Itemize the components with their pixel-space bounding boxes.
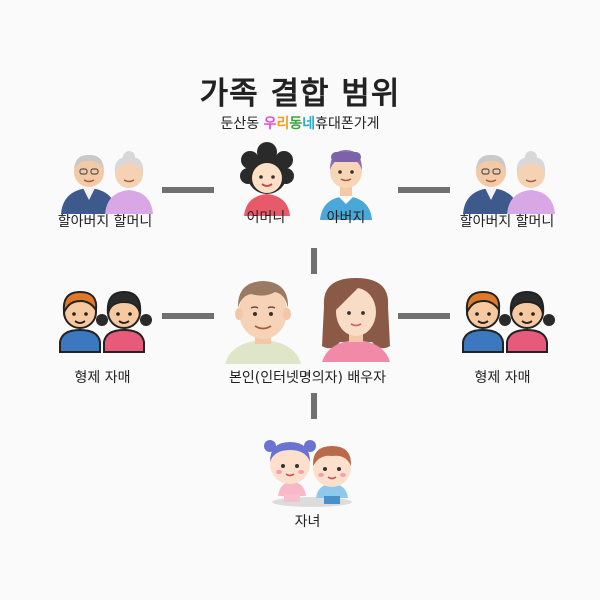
grandparents-icon-right bbox=[463, 151, 555, 214]
label-mother: 어머니 bbox=[246, 210, 286, 226]
brand-char-3: 동 bbox=[289, 116, 303, 132]
connector-self-children bbox=[311, 393, 317, 419]
connector-left-siblings-self bbox=[162, 313, 214, 319]
subtitle-prefix: 둔산동 bbox=[220, 116, 264, 132]
brand-char-4: 네 bbox=[302, 116, 316, 132]
children-icon bbox=[264, 440, 352, 507]
label-left-grandparents: 할아버지 할머니 bbox=[57, 214, 153, 230]
siblings-icon-left bbox=[59, 290, 152, 353]
mother-icon bbox=[240, 142, 294, 216]
label-children: 자녀 bbox=[294, 514, 321, 530]
connector-parents-self bbox=[311, 248, 317, 274]
label-right-grandparents: 할아버지 할머니 bbox=[459, 214, 555, 230]
label-self-spouse: 본인(인터넷명의자) 배우자 bbox=[228, 370, 387, 386]
brand-char-2: 리 bbox=[276, 116, 290, 132]
connector-parents-right-grandparents bbox=[398, 187, 450, 193]
spouse-icon bbox=[322, 278, 390, 362]
label-father: 아버지 bbox=[326, 210, 366, 226]
father-icon bbox=[320, 150, 372, 220]
siblings-icon-right bbox=[462, 290, 555, 353]
self-icon bbox=[225, 281, 301, 364]
connector-left-grandparents-parents bbox=[162, 187, 214, 193]
brand-char-1: 우 bbox=[263, 116, 277, 132]
label-right-siblings: 형제 자매 bbox=[474, 370, 531, 386]
connector-self-right-siblings bbox=[398, 313, 450, 319]
diagram-title: 가족 결합 범위 bbox=[199, 76, 401, 112]
grandparents-icon-left bbox=[61, 151, 153, 214]
diagram-subtitle: 둔산동 우리동네휴대폰가게 bbox=[0, 113, 600, 133]
subtitle-suffix: 휴대폰가게 bbox=[315, 116, 380, 132]
label-left-siblings: 형제 자매 bbox=[74, 370, 131, 386]
